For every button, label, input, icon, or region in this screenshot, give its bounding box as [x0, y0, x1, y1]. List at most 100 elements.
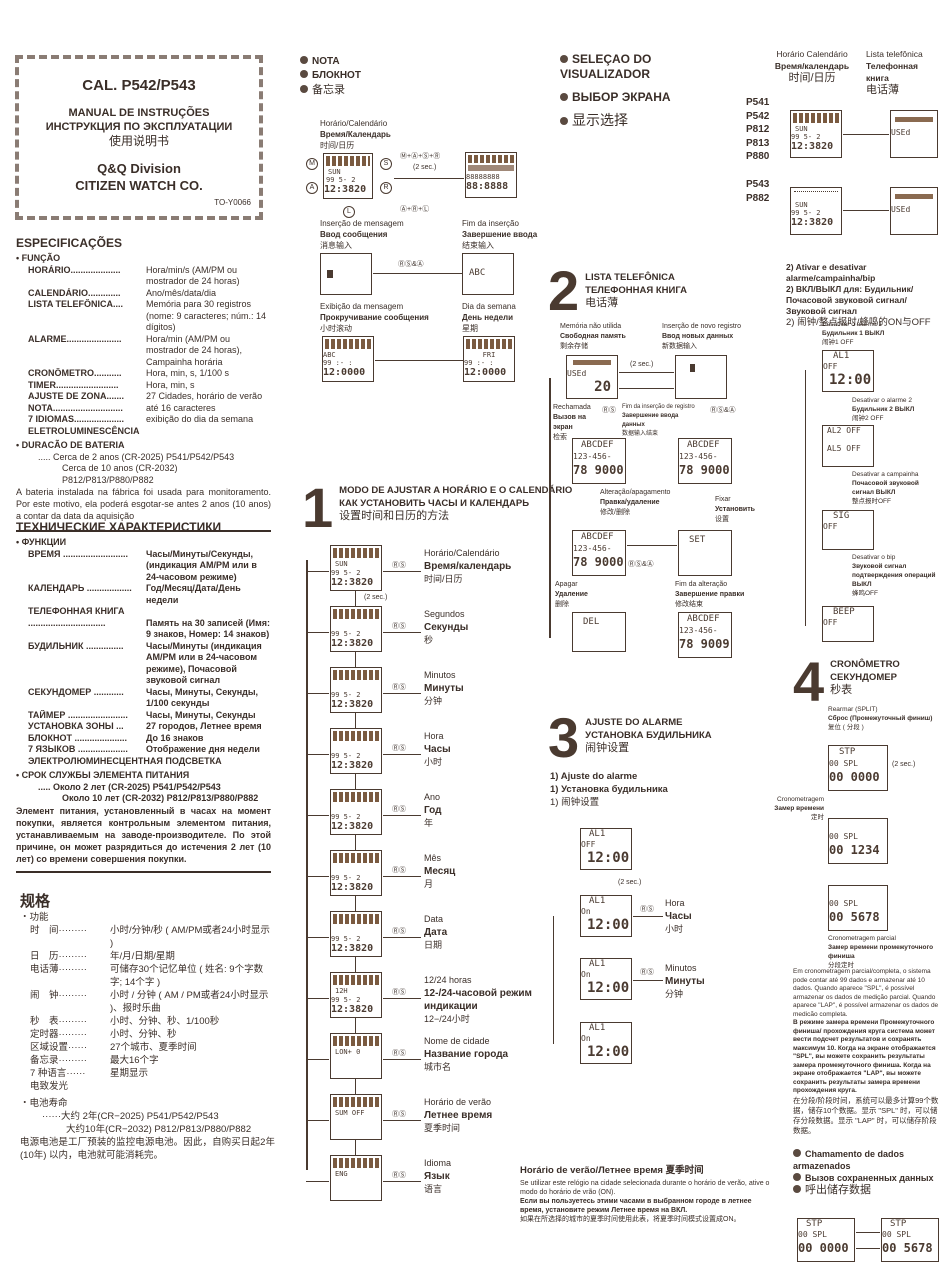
combo-note: (2 sec.): [413, 164, 437, 171]
spec-value: exibição do dia da semana: [146, 414, 254, 424]
spec-key: AJUSTE DE ZONA.......: [28, 391, 125, 401]
model-label: P543: [746, 179, 770, 190]
specs-pt-battery-2: Cerca de 10 anos (CR-2032) P812/P813/P88…: [62, 463, 178, 485]
spec-key: 时 间·········: [30, 925, 87, 936]
rs-buttons: ⓇⓈ: [392, 1172, 406, 1179]
arrow-m: [306, 1120, 329, 1121]
specs-pt: ESPECIFICAÇÕES • FUNÇÃO HORÁRIO.........…: [16, 236, 271, 532]
spec-value: Hora/min (AM/PM ou mostrador de 24 horas…: [146, 333, 243, 367]
lcd-new-record: [675, 355, 727, 399]
summer-time-ru: Если вы пользуетесь этими часами в выбра…: [520, 1198, 752, 1214]
specs-ru-battery-1: ..... Около 2 лет (CR-2025) P541/P542/P5…: [38, 781, 221, 792]
model-label: P541: [746, 97, 770, 108]
spec-value: 小时、分钟、秒、1/100秒: [110, 1016, 220, 1027]
lcd-setting-step: SUM OFF: [330, 1094, 382, 1140]
arrow-down: [355, 1079, 356, 1094]
spec-row: ТЕЛЕФОННАЯ КНИГА: [28, 606, 271, 618]
section-1-title-zh: 设置时间和日历的方法: [339, 510, 450, 522]
button-r[interactable]: R: [380, 182, 392, 194]
bullet-icon: [560, 93, 568, 101]
hold-note: (2 sec.): [630, 361, 654, 368]
spec-value: Часы, Минуты, Секунды, 1/100 секунды: [146, 686, 259, 709]
arrow: [383, 998, 421, 999]
spec-value: [140, 426, 271, 438]
manual-title-pt: MANUAL DE INSTRUÇÕES: [68, 107, 210, 119]
recall-heading: Chamamento de dados armazenados Вызов со…: [793, 1149, 934, 1196]
arrow-m: [306, 815, 329, 816]
spec-key: БЛОКНОТ .....................: [28, 732, 128, 743]
lcd-time-model-b: SUN 99 5- 2 12:3820: [790, 187, 842, 235]
lcd-time-display: SUN 99 5- 2 12:3820: [323, 153, 373, 199]
arrow-m: [306, 571, 329, 572]
spec-key: БУДИЛЬНИК ...............: [28, 640, 124, 651]
model-label: P880: [746, 151, 770, 162]
arrow-down: [355, 835, 356, 850]
spec-key: 电致发光: [30, 1081, 69, 1092]
arrow-down: [355, 1018, 356, 1033]
button-s[interactable]: S: [380, 158, 392, 170]
arrow-down: [355, 1140, 356, 1155]
spec-row: 7 种语言······星期显示: [30, 1067, 275, 1080]
summer-time-title: Horário de verão/Летнее время 夏季时间: [520, 1165, 704, 1176]
arrow-down: [355, 774, 356, 789]
nota-heading: NOTA БЛОКНОТ 备忘录: [300, 55, 361, 97]
spec-value: 27个城市、夏季时间: [110, 1042, 197, 1053]
spec-row: 电话薄·········可储存30个记忆单位 ( 姓名: 9个字数字; 14个字…: [30, 963, 275, 989]
spec-row: 定时器·········小时、分钟、秒: [30, 1028, 275, 1041]
bullet-icon: [560, 55, 568, 63]
specs-pt-battery-heading: • DURACÃO DE BATERIA: [16, 440, 125, 450]
lcd-used-a: USEd: [890, 110, 938, 158]
button-a[interactable]: A: [306, 182, 318, 194]
spec-key: 日 历·········: [30, 951, 87, 962]
button-l[interactable]: L: [343, 206, 355, 218]
specs-zh-title: 规格: [20, 893, 51, 910]
arrow-m: [306, 754, 329, 755]
section-number: 3: [548, 706, 580, 769]
specs-ru-battery-2: Около 10 лет (CR-2032) P812/P813/P880/P8…: [62, 793, 259, 803]
arrow-down: [355, 896, 356, 911]
spec-key: CALENDÁRIO.............: [28, 287, 121, 298]
spec-value: Отображение дня недели: [146, 744, 260, 754]
spec-row: 日 历·········年/月/日期/星期: [30, 950, 275, 963]
spec-row: КАЛЕНДАРЬ ..................Год/Месяц/Да…: [28, 583, 271, 606]
spec-value: До 16 знаков: [146, 732, 204, 743]
specs-zh-func: ・功能: [20, 912, 49, 923]
spec-key: ВРЕМЯ ..........................: [28, 548, 128, 559]
rs-buttons: ⓇⓈ: [602, 407, 616, 414]
button-m[interactable]: M: [306, 158, 318, 170]
specs-zh-battery-2: 大约10年(CR−2032) P812/P813/P880/P882: [66, 1124, 252, 1135]
spec-value: Часы, Минуты, Секунды: [146, 709, 256, 720]
arrow: [383, 1059, 421, 1060]
model-label: P542: [746, 110, 770, 122]
section-4-title-ru: СЕКУНДОМЕР: [830, 672, 897, 683]
rs-buttons: ⓇⓈ: [392, 1050, 406, 1057]
lcd-used-b: USEd: [890, 187, 938, 235]
spec-key: ...............................: [28, 617, 106, 628]
spec-value: 27 городов, Летнее время: [146, 721, 262, 731]
specs-ru: ТЕХНИЧЕСКИЕ ХАРАКТЕРИСТИКИ • ФУНКЦИИ ВРЕ…: [16, 520, 271, 873]
lcd-delete: DEL: [572, 612, 626, 652]
manual-title-box: CAL. P542/P543 MANUAL DE INSTRUÇÕES ИНСТ…: [15, 55, 263, 220]
